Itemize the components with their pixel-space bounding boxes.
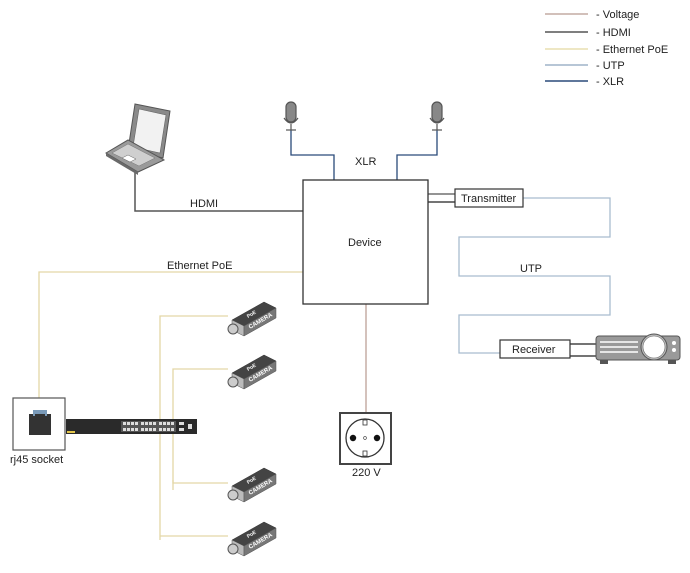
hdmi-link-label: HDMI bbox=[190, 198, 218, 210]
legend-label-hdmi: - HDMI bbox=[596, 27, 631, 39]
utp-link-label: UTP bbox=[520, 263, 542, 275]
receiver-node[interactable]: Receiver bbox=[499, 339, 571, 359]
laptop-icon[interactable] bbox=[105, 103, 171, 175]
camera-badge: PoE bbox=[246, 475, 258, 485]
legend-label-ethernet: - Ethernet PoE bbox=[596, 44, 668, 56]
xlr-link-label: XLR bbox=[355, 156, 376, 168]
rj45-socket-label: rj45 socket bbox=[10, 454, 63, 466]
power-socket-node[interactable]: 220 V bbox=[339, 412, 392, 479]
ethernet-link-camera-1 bbox=[159, 315, 228, 540]
projector-icon[interactable] bbox=[595, 333, 681, 364]
legend-label-xlr: - XLR bbox=[596, 76, 624, 88]
camera-icon-4[interactable]: CAMERA PoE bbox=[227, 521, 277, 557]
legend: - Voltage - HDMI - Ethernet PoE - UTP - … bbox=[545, 9, 668, 88]
camera-badge: PoE bbox=[246, 309, 258, 319]
hdmi-link bbox=[134, 172, 303, 212]
ethernet-link-label: Ethernet PoE bbox=[167, 260, 232, 272]
ethernet-link-device bbox=[38, 271, 303, 398]
legend-label-voltage: - Voltage bbox=[596, 9, 639, 21]
device-label: Device bbox=[348, 237, 382, 249]
xlr-link-right bbox=[396, 130, 438, 180]
microphone-icon-left[interactable] bbox=[283, 101, 299, 131]
camera-badge: PoE bbox=[246, 362, 258, 372]
camera-icon-1[interactable]: CAMERA PoE bbox=[227, 301, 277, 337]
network-switch-icon[interactable] bbox=[66, 419, 197, 434]
device-node[interactable]: Device bbox=[302, 179, 429, 305]
power-socket-label: 220 V bbox=[352, 467, 381, 479]
camera-badge: PoE bbox=[246, 529, 258, 539]
camera-icon-3[interactable]: CAMERA PoE bbox=[227, 467, 277, 503]
microphone-icon-right[interactable] bbox=[429, 101, 445, 131]
rj45-socket-node[interactable]: rj45 socket bbox=[10, 397, 66, 466]
xlr-link-left bbox=[290, 130, 335, 180]
transmitter-node[interactable]: Transmitter bbox=[454, 188, 524, 208]
camera-icon-2[interactable]: CAMERA PoE bbox=[227, 354, 277, 390]
utp-link bbox=[458, 197, 611, 354]
ethernet-link-camera-2 bbox=[172, 368, 228, 490]
receiver-label: Receiver bbox=[512, 344, 556, 356]
ethernet-link-camera-3 bbox=[172, 480, 228, 484]
transmitter-label: Transmitter bbox=[461, 193, 517, 205]
legend-label-utp: - UTP bbox=[596, 60, 625, 72]
